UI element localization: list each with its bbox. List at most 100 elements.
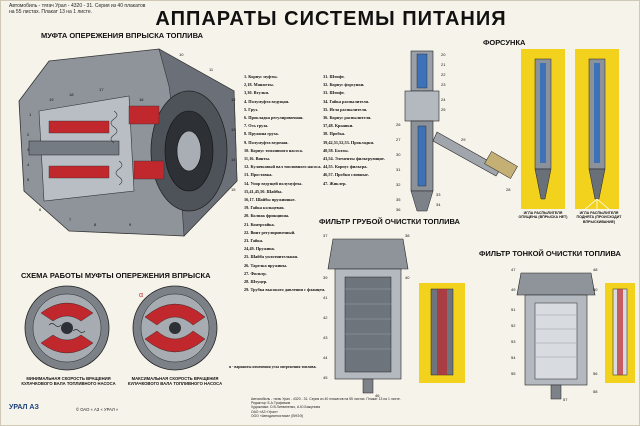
- callout-12: 12: [231, 97, 236, 102]
- legend-item: 38. Пробка.: [323, 131, 346, 137]
- callout-24: 24: [441, 97, 446, 102]
- legend-item: 9. Полумуфта ведомая.: [244, 139, 289, 145]
- callout-33: 33: [436, 192, 441, 197]
- legend-item: 20. Колпак фрикциона.: [244, 213, 290, 219]
- callout-20: 20: [441, 52, 446, 57]
- legend-item: 5. Груз.: [244, 106, 259, 112]
- legend-item: 22. Винт регулировочный.: [244, 229, 296, 235]
- header-subtitle: Автомобиль - тягач Урал - 4320 - 31. Сер…: [9, 3, 146, 15]
- footer-credits: Автомобиль - тягач Урал - 4320 - 31. Сер…: [251, 397, 401, 418]
- legend-item: 39,42,51,52,53. Прокладки.: [323, 139, 375, 145]
- fine-filter-title: ФИЛЬТР ТОНКОЙ ОЧИСТКИ ТОПЛИВА: [479, 249, 621, 258]
- legend-note: α - варианты изменения угла опережения т…: [229, 365, 317, 369]
- callout-31: 31: [396, 167, 401, 172]
- legend-item: 8. Пружина груза.: [244, 131, 279, 137]
- callout-50: 50: [593, 287, 598, 292]
- callout-41: 41: [323, 295, 328, 300]
- legend-item: 10. Корпус топливного насоса.: [244, 147, 303, 153]
- injector-section-diagram: 20 21 22 23 24 25 26 27 28 29 30 31 32 3…: [396, 50, 518, 212]
- coarse-filter-diagram: 37 38 39 40 41 42 43 44 45 46: [323, 233, 410, 398]
- title-bar: АППАРАТЫ СИСТЕМЫ ПИТАНИЯ: [151, 8, 511, 30]
- legend-item: 40,58. Болты.: [323, 147, 349, 153]
- footer-credit-line: ОАО «АЗ «Урал»: [251, 409, 278, 414]
- caption-needle-closed: ИГЛА РАСПЫЛИТЕЛЯ ОПУЩЕНА (ВПРЫСКА НЕТ): [518, 211, 568, 220]
- callout-48: 48: [593, 267, 598, 272]
- callout-27: 27: [396, 137, 401, 142]
- callout-47: 47: [511, 267, 516, 272]
- legend-item: 14. Упор ведущей полумуфты.: [244, 180, 303, 186]
- legend-item: 33. Штифт.: [323, 90, 345, 96]
- legend-item: 27. Фильтр.: [244, 270, 267, 276]
- legend-item: 13. Проставка.: [244, 172, 273, 178]
- callout-40: 40: [405, 275, 410, 280]
- callout-36: 36: [396, 207, 401, 212]
- footer-logo: УРАЛ АЗ: [9, 404, 39, 411]
- callout-18: 18: [69, 92, 74, 97]
- scheme-min-speed-diagram: [24, 285, 110, 371]
- callout-2: 2: [27, 132, 30, 137]
- callout-3: 3: [27, 147, 30, 152]
- legend-item: 35. Игла распылителя.: [323, 106, 368, 112]
- callout-6: 6: [39, 207, 42, 212]
- callout-14: 14: [231, 157, 236, 162]
- legend-item: 19. Гайка кольцевая.: [244, 205, 285, 211]
- alpha-label: α: [139, 292, 143, 299]
- callout-39: 39: [323, 275, 328, 280]
- callout-22: 22: [441, 72, 446, 77]
- legend-item: 11,16. Винты.: [244, 156, 270, 162]
- callout-46: 46: [375, 393, 380, 398]
- fine-filter-element-diagram: [612, 288, 628, 376]
- callout-8: 8: [94, 222, 97, 227]
- coarse-filter-element-diagram: [430, 288, 454, 376]
- legend-item: 2,18. Манжеты.: [244, 82, 274, 88]
- callout-49: 49: [511, 287, 516, 292]
- legend-item: 32. Корпус форсунки.: [323, 82, 365, 88]
- legend-item: 28. Штуцер.: [244, 279, 268, 285]
- callout-43: 43: [323, 335, 328, 340]
- callout-55: 55: [511, 371, 516, 376]
- callout-10: 10: [179, 52, 184, 57]
- callout-9: 9: [129, 222, 132, 227]
- callout-52: 52: [511, 323, 516, 328]
- caption-needle-open: ИГЛА РАСПЫЛИТЕЛЯ ПОДНЯТА (ПРОИСХОДИТ ВПР…: [576, 211, 622, 224]
- callout-51: 51: [511, 307, 516, 312]
- callout-13: 13: [231, 127, 236, 132]
- footer-credit-line: Редактор: Б.А.Трофимов: [251, 401, 291, 406]
- footer-copyright: © ОАО « АЗ « УРАЛ »: [76, 407, 119, 412]
- legend-item: 4. Полумуфта ведущая.: [244, 98, 290, 104]
- callout-26: 26: [396, 122, 401, 127]
- coarse-filter-title: ФИЛЬТР ГРУБОЙ ОЧИСТКИ ТОПЛИВА: [319, 217, 460, 226]
- callout-42: 42: [323, 315, 328, 320]
- nozzle-detail-diagram: [534, 58, 612, 211]
- legend-item: 6. Прокладка регулировочная.: [244, 115, 304, 121]
- footer-credit-line: ООО «Автодиагностика» (ВНЭЭ): [251, 413, 304, 418]
- legend-item: 1. Корпус муфты.: [244, 74, 278, 79]
- callout-44: 44: [323, 355, 328, 360]
- callout-38: 38: [405, 233, 410, 238]
- legend-item: 3,30. Втулки.: [244, 90, 270, 96]
- callout-28: 28: [506, 187, 511, 192]
- caption-max-speed: МАКСИМАЛЬНАЯ СКОРОСТЬ ВРАЩЕНИЯ КУЛАЧКОВО…: [127, 376, 223, 386]
- legend-item: 36. Корпус распылителя.: [323, 115, 372, 121]
- coupling-callouts: 1 2 3 4 5 6 7 8 9 10 11 12 13 14 15 16 1…: [27, 52, 236, 227]
- legend-item: 37,48. Крышки.: [323, 123, 354, 129]
- legend-right: 31. Штифт. 32. Корпус форсунки. 33. Штиф…: [323, 73, 385, 188]
- legend-item: 46,57. Пробки сливные.: [323, 172, 369, 178]
- callout-17: 17: [99, 87, 104, 92]
- footer-credit-line: Автомобиль - тягач Урал - 4320 - 31. Сер…: [251, 397, 401, 401]
- legend-item: 34. Гайка распылителя.: [323, 98, 370, 104]
- callout-53: 53: [511, 339, 516, 344]
- callout-5: 5: [27, 177, 30, 182]
- callout-15: 15: [231, 187, 236, 192]
- callout-56: 56: [593, 371, 598, 376]
- callout-7: 7: [69, 217, 72, 222]
- legend-item: 7. Ось груза.: [244, 123, 269, 129]
- legend-item: 25. Шайба уплотнительная.: [244, 254, 299, 260]
- legend-item: 29. Трубка высокого давления с фланцем.: [244, 287, 326, 293]
- callout-11: 11: [209, 67, 214, 72]
- legend-item: 21. Контргайка.: [244, 221, 275, 227]
- legend-item: 44,55. Корпус фильтра.: [323, 164, 368, 170]
- callout-35: 35: [396, 197, 401, 202]
- callout-21: 21: [441, 62, 446, 67]
